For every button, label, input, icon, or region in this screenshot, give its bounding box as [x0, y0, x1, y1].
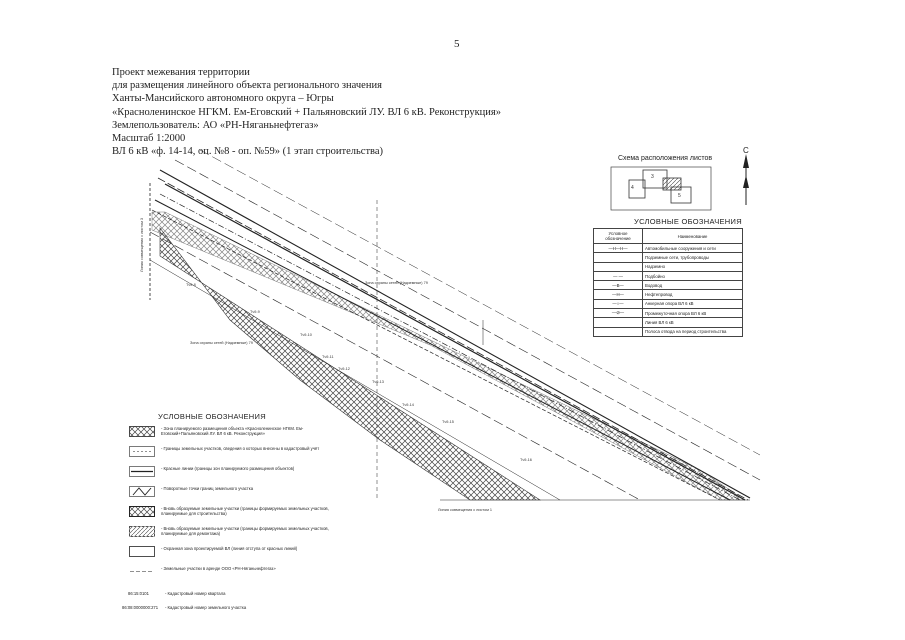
legend-row: — —Подбойно: [593, 270, 743, 282]
legend-name: Подземные сети, трубопроводы: [642, 252, 743, 263]
point-label: Тч9-10: [300, 333, 312, 337]
legend-symbol: [593, 326, 643, 337]
legend-item: - Земельные участки в аренде ООО «РН-Няг…: [129, 564, 329, 584]
point-label: Тч9-12: [338, 367, 350, 371]
boundary-swatch: [129, 446, 155, 457]
legend-symbol: [593, 261, 643, 272]
legend-symbol: [593, 317, 643, 328]
match-line-bottom: Линия совмещения с листом 1: [438, 508, 492, 512]
legend-row: —⊘—Промежуточная опора ВЛ 6 кВ: [593, 308, 743, 319]
legend-symbol: —⊘—: [593, 308, 643, 319]
header-line: для размещения линейного объекта региона…: [112, 80, 382, 92]
crosshatch-swatch: [129, 426, 155, 437]
legend-row: —В—Водовод: [593, 280, 743, 291]
legend-right-table: Условное обозначение Наименование —Н—Н—А…: [593, 228, 743, 337]
legend-name: Подбойно: [642, 270, 743, 282]
legend-right-title: УСЛОВНЫЕ ОБОЗНАЧЕНИЯ: [634, 217, 742, 226]
header-line: Масштаб 1:2000: [112, 133, 186, 145]
legend-symbol: — —: [593, 270, 643, 282]
cadastral-plot-note: - Кадастровый номер земельного участка: [165, 605, 247, 610]
sheet-number: 5: [678, 193, 681, 199]
legend-row: Полоса отвода на период строительства: [593, 326, 743, 337]
legend-name: Надземно: [642, 261, 743, 272]
point-label: Тч9-16: [520, 458, 532, 462]
legend-item: - Границы земельных участков, сведения о…: [129, 444, 329, 464]
legend-name: Полоса отвода на период строительства: [642, 326, 743, 337]
legend-symbol: [593, 252, 643, 263]
legend-item: - Красные линии (границы зон планируемог…: [129, 464, 329, 484]
cadastral-quarter-code: 86:15:0101: [128, 591, 149, 596]
turning-points-swatch: [129, 486, 155, 497]
map-corridor: [149, 149, 761, 501]
header-line: Ханты-Мансийского автономного округа – Ю…: [112, 93, 334, 105]
point-label: Тч9-14: [402, 403, 414, 407]
legend-right-header: Условное обозначение Наименование: [593, 228, 743, 244]
point-label: Тч9-9: [250, 310, 260, 314]
north-letter: С: [743, 146, 749, 155]
cadastral-quarter-note: - Кадастровый номер квартала: [165, 591, 226, 596]
legend-name: Промежуточная опора ВЛ 6 кВ: [642, 308, 743, 319]
legend-item-text: - Красные линии (границы зон планируемог…: [161, 466, 295, 471]
legend-header-name: Наименование: [642, 228, 743, 244]
zone-label: Зона охраны сетей (Надземные) 79: [190, 341, 253, 345]
legend-symbol: —○—: [593, 298, 643, 310]
legend-name: Нефтепровод: [642, 289, 743, 300]
lease-plot-swatch: [130, 571, 154, 572]
legend-item-text: - Зона планируемого размещения объекта «…: [161, 426, 304, 436]
legend-row: —Н—Н—Автомобильные сооружения и сети: [593, 242, 743, 254]
protection-zone-swatch: [129, 546, 155, 557]
legend-item: - Вновь образуемые земельные участки (гр…: [129, 524, 329, 544]
legend-item-text: - Поворотные точки границ земельного уча…: [161, 486, 254, 491]
legend-symbol: —Н—: [593, 289, 643, 300]
legend-item: - Зона планируемого размещения объекта «…: [129, 424, 329, 444]
legend-item-text: - Вновь образуемые земельные участки (гр…: [161, 506, 329, 516]
legend-row: Линия ВЛ 6 кВ: [593, 317, 743, 328]
point-label: Тч9-8: [186, 283, 196, 287]
match-line-left: Линия совмещения с листом 3: [140, 218, 144, 272]
legend-left-list: - Зона планируемого размещения объекта «…: [129, 424, 329, 584]
legend-item: - Охранная зона проектируемой ВЛ (линия …: [129, 544, 329, 564]
page-number: 5: [454, 38, 460, 50]
legend-symbol: —Н—Н—: [593, 242, 643, 254]
legend-name: Линия ВЛ 6 кВ: [642, 317, 743, 328]
point-label: Тч9-15: [442, 420, 454, 424]
legend-item: - Поворотные точки границ земельного уча…: [129, 484, 329, 504]
legend-item-text: - Земельные участки в аренде ООО «РН-Няг…: [161, 566, 276, 571]
legend-row: —○—Анкерная опора ВЛ 6 кВ: [593, 298, 743, 310]
legend-symbol: —В—: [593, 280, 643, 291]
header-line: ВЛ 6 кВ «ф. 14-14, оп. №8 - оп. №59» (1 …: [112, 146, 384, 158]
legend-name: Анкерная опора ВЛ 6 кВ: [642, 298, 743, 310]
sheet-number: 3: [651, 174, 654, 180]
legend-item-text: - Охранная зона проектируемой ВЛ (линия …: [161, 546, 298, 551]
legend-row: —Н—Нефтепровод: [593, 289, 743, 300]
legend-row: Подземные сети, трубопроводы: [593, 252, 743, 263]
legend-left-title: УСЛОВНЫЕ ОБОЗНАЧЕНИЯ: [158, 412, 266, 421]
document-header: Проект межевания территории для размещен…: [112, 66, 572, 158]
new-plot-swatch: [129, 506, 155, 517]
legend-item-text: - Границы земельных участков, сведения о…: [161, 446, 320, 451]
sheet-scheme: [610, 166, 712, 211]
cadastral-plot-code: 86:08:0000000:271: [122, 605, 159, 610]
legend-item-text: - Вновь образуемые земельные участки (гр…: [161, 526, 329, 536]
legend-item: - Вновь образуемые земельные участки (гр…: [129, 504, 329, 524]
point-label: Тч9-11: [322, 355, 334, 359]
north-arrow: [743, 154, 749, 205]
legend-header-symbol: Условное обозначение: [593, 228, 643, 244]
header-line: «Красноленинское НГКМ. Ем-Еговский + Пал…: [112, 106, 501, 118]
dismantle-plot-swatch: [129, 526, 155, 537]
point-label: Тч9-13: [372, 380, 384, 384]
zone-label: Зона охраны сетей (Надземные) 79: [365, 281, 428, 285]
red-line-swatch: [129, 466, 155, 477]
sheet-number: 4: [631, 185, 634, 191]
legend-name: Автомобильные сооружения и сети: [642, 242, 743, 254]
header-line: Землепользователь: АО «РН-Няганьнефтегаз…: [112, 119, 319, 131]
legend-name: Водовод: [642, 280, 743, 291]
legend-row: Надземно: [593, 261, 743, 272]
sheet-scheme-title: Схема расположения листов: [618, 155, 713, 162]
header-line: Проект межевания территории: [112, 67, 250, 78]
